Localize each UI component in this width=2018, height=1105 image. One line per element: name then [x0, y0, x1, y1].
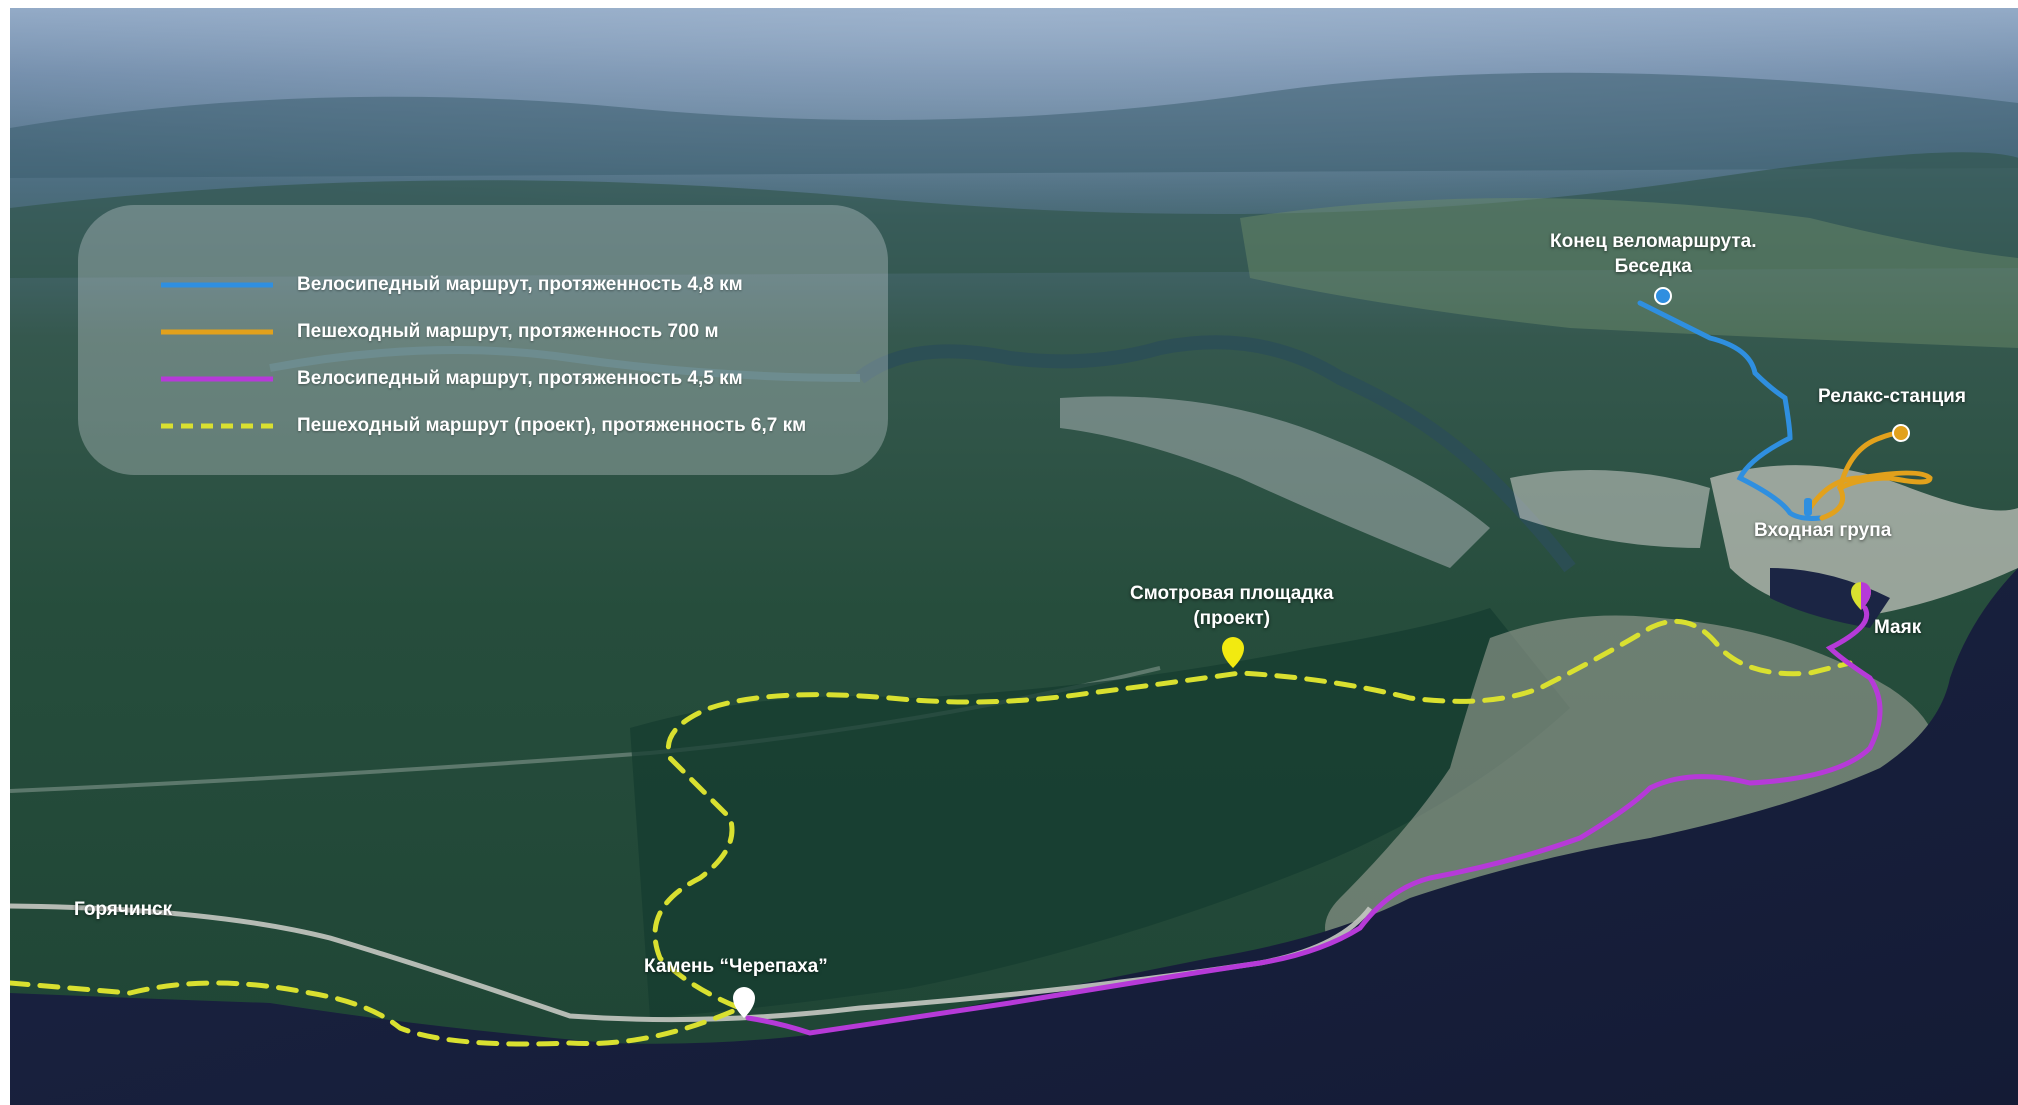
route-bike-purple [745, 605, 1883, 1036]
river [855, 335, 1576, 573]
route-legend: Велосипедный маршрут, протяженность 4,8 … [78, 205, 888, 475]
legend-label: Пешеходный маршрут (проект), протяженнос… [297, 415, 807, 436]
river-west [269, 346, 861, 382]
label-bike-end-line1: Конец веломаршрута. [1550, 231, 1757, 252]
bike-end-marker[interactable] [1654, 287, 1672, 305]
legend-item-bike-blue: Велосипедный маршрут, протяженность 4,8 … [78, 270, 743, 300]
label-entrance: Входная група [1754, 520, 1892, 541]
ridge-mid [10, 152, 2018, 278]
legend-label: Пешеходный маршрут, протяженность 700 м [297, 321, 719, 342]
label-lighthouse: Маяк [1874, 617, 1922, 638]
dashed-line-icon [161, 423, 273, 429]
relax-marker[interactable] [1892, 424, 1910, 442]
sandbank [1510, 470, 1710, 548]
label-goryachinsk: Горячинск [74, 899, 173, 920]
map-scene [10, 8, 2018, 1105]
label-bike-end: Конец веломаршрута. Беседка [1550, 229, 1757, 279]
label-bike-end-line2: Беседка [1614, 256, 1692, 277]
label-viewpoint: Смотровая площадка (проект) [1130, 581, 1333, 631]
route-walk-project [10, 618, 1853, 1047]
solid-line-icon [161, 282, 273, 288]
solid-line-icon [161, 329, 273, 335]
label-viewpoint-line1: Смотровая площадка [1130, 583, 1334, 604]
legend-item-walk-orange: Пешеходный маршрут, протяженность 700 м [78, 317, 719, 347]
bay [1770, 568, 1890, 628]
clearing [1240, 198, 2018, 348]
legend-item-walk-project: Пешеходный маршрут (проект), протяженнос… [78, 411, 806, 441]
ridge-far [10, 72, 2018, 178]
sand-valley [1060, 396, 1490, 568]
forest-hill [630, 608, 1570, 1018]
lake-baikal [10, 568, 2018, 1105]
aerial-map: Велосипедный маршрут, протяженность 4,8 … [10, 8, 2018, 1105]
stone-marker[interactable] [733, 987, 755, 1018]
route-bike-blue [1637, 300, 1823, 521]
village [1325, 615, 1935, 958]
entrance-marker[interactable] [1804, 498, 1812, 516]
label-relax: Релакс-станция [1818, 386, 1966, 407]
label-viewpoint-line2: (проект) [1193, 608, 1271, 629]
viewpoint-marker[interactable] [1222, 637, 1244, 668]
label-stone: Камень “Черепаха” [644, 956, 828, 977]
lighthouse-marker[interactable] [1851, 582, 1871, 610]
legend-label: Велосипедный маршрут, протяженность 4,5 … [297, 368, 743, 389]
legend-label: Велосипедный маршрут, протяженность 4,8 … [297, 274, 743, 295]
legend-item-bike-purple: Велосипедный маршрут, протяженность 4,5 … [78, 364, 743, 394]
solid-line-icon [161, 376, 273, 382]
